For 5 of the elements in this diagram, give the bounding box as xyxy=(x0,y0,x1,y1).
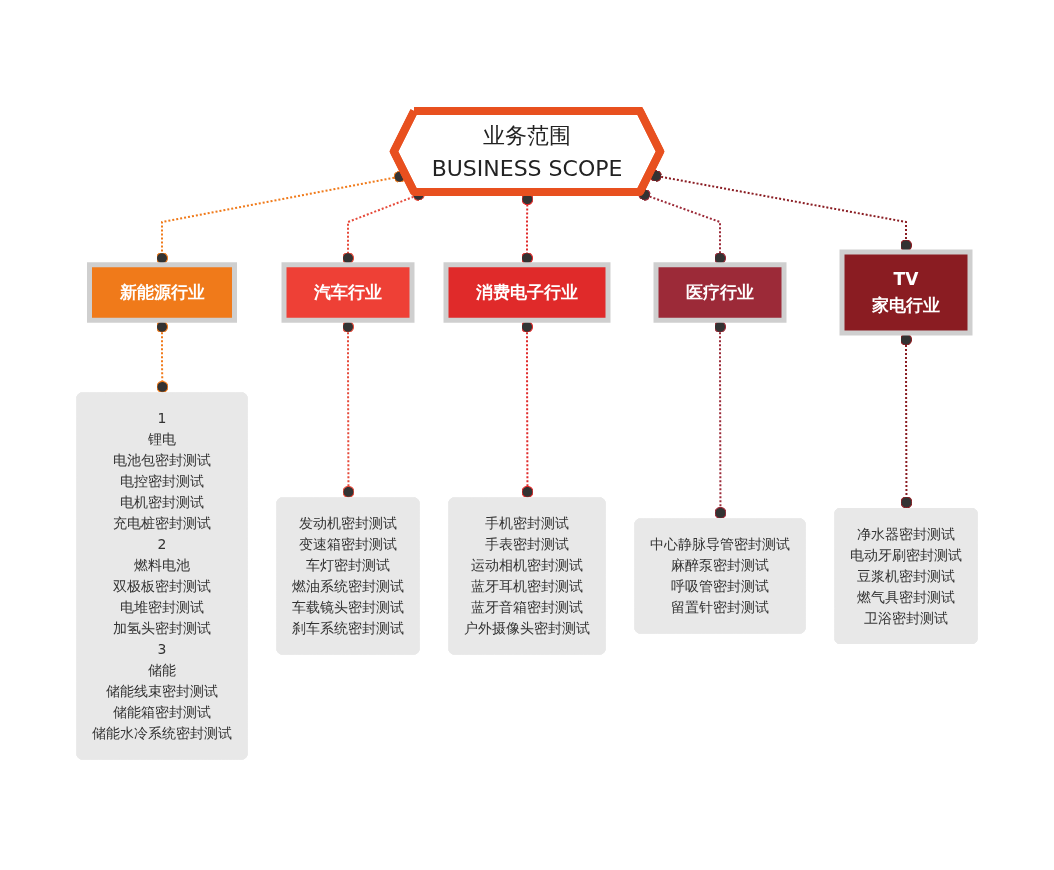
node-box: TV 家电行业 xyxy=(839,249,973,336)
node-box: 汽车行业 xyxy=(281,262,415,323)
node-box: 消费电子行业 xyxy=(443,262,611,323)
node-box: 医疗行业 xyxy=(653,262,787,323)
node-box: 新能源行业 xyxy=(87,262,237,323)
